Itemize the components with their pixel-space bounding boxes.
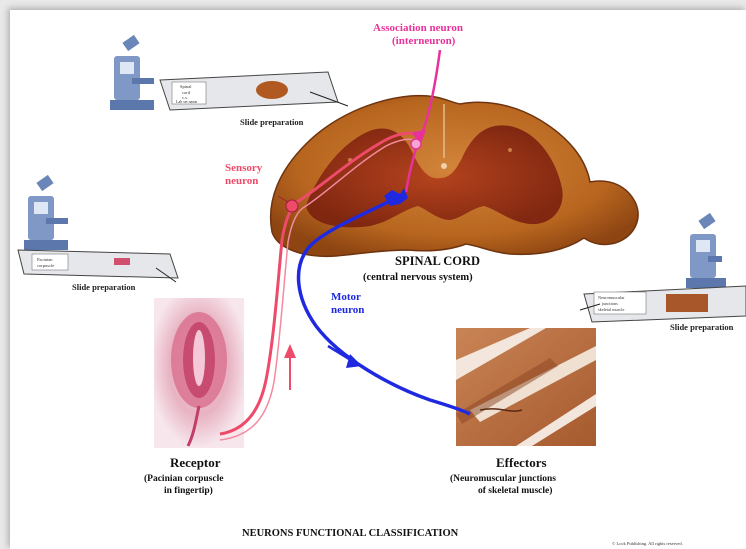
microscope-icon bbox=[686, 213, 726, 288]
sensory-neuron-label: neuron bbox=[225, 175, 258, 187]
motor-neuron-label: neuron bbox=[331, 304, 364, 316]
slide-preparation-label: Slide preparation bbox=[240, 117, 304, 127]
copyright-notice: © Lock Publishing. All rights reserved. bbox=[612, 541, 683, 546]
spinal-cord-label: SPINAL CORD bbox=[395, 254, 480, 268]
spinal-cord-sublabel: (central nervous system) bbox=[363, 272, 473, 283]
neuron-diagram: Spinal cord c.s. Lab set name Slide prep… bbox=[10, 10, 746, 549]
slide3-tag: Neuromuscular bbox=[598, 295, 625, 300]
receptor-sublabel: in fingertip) bbox=[164, 485, 213, 496]
diagram-slide: Spinal cord c.s. Lab set name Slide prep… bbox=[10, 10, 746, 549]
association-neuron-label: Association neuron bbox=[373, 22, 463, 34]
arrow-down-right-icon bbox=[328, 346, 362, 368]
sensory-neuron-label: Sensory bbox=[225, 162, 263, 174]
effectors-image bbox=[456, 328, 596, 446]
receptor-image bbox=[154, 298, 244, 448]
receptor-label: Receptor bbox=[170, 455, 221, 470]
motor-neuron-label: Motor bbox=[331, 291, 361, 303]
slide1-tag: Lab set name bbox=[176, 99, 198, 104]
arrow-up-icon bbox=[284, 344, 296, 390]
slide2-tag: corpuscle bbox=[37, 263, 54, 268]
microscope-icon bbox=[110, 35, 154, 110]
slide3-tag: junctions bbox=[601, 301, 618, 306]
receptor-sublabel: (Pacinian corpuscle bbox=[144, 473, 223, 484]
slide-preparation-label: Slide preparation bbox=[72, 282, 136, 292]
effectors-sublabel: of skeletal muscle) bbox=[478, 485, 552, 496]
effectors-sublabel: (Neuromuscular junctions bbox=[450, 473, 556, 484]
slide1-tag: Spinal bbox=[180, 84, 192, 89]
effectors-label: Effectors bbox=[496, 455, 547, 470]
association-neuron-sublabel: (interneuron) bbox=[392, 35, 456, 47]
slide2-tag: Pacinian bbox=[37, 257, 53, 262]
slide3-tag: skeletal muscle bbox=[598, 307, 624, 312]
slide-preparation-label: Slide preparation bbox=[670, 322, 734, 332]
microscope-icon bbox=[24, 175, 68, 250]
association-neuron-body bbox=[411, 139, 421, 149]
page-title: NEURONS FUNCTIONAL CLASSIFICATION bbox=[242, 528, 459, 539]
